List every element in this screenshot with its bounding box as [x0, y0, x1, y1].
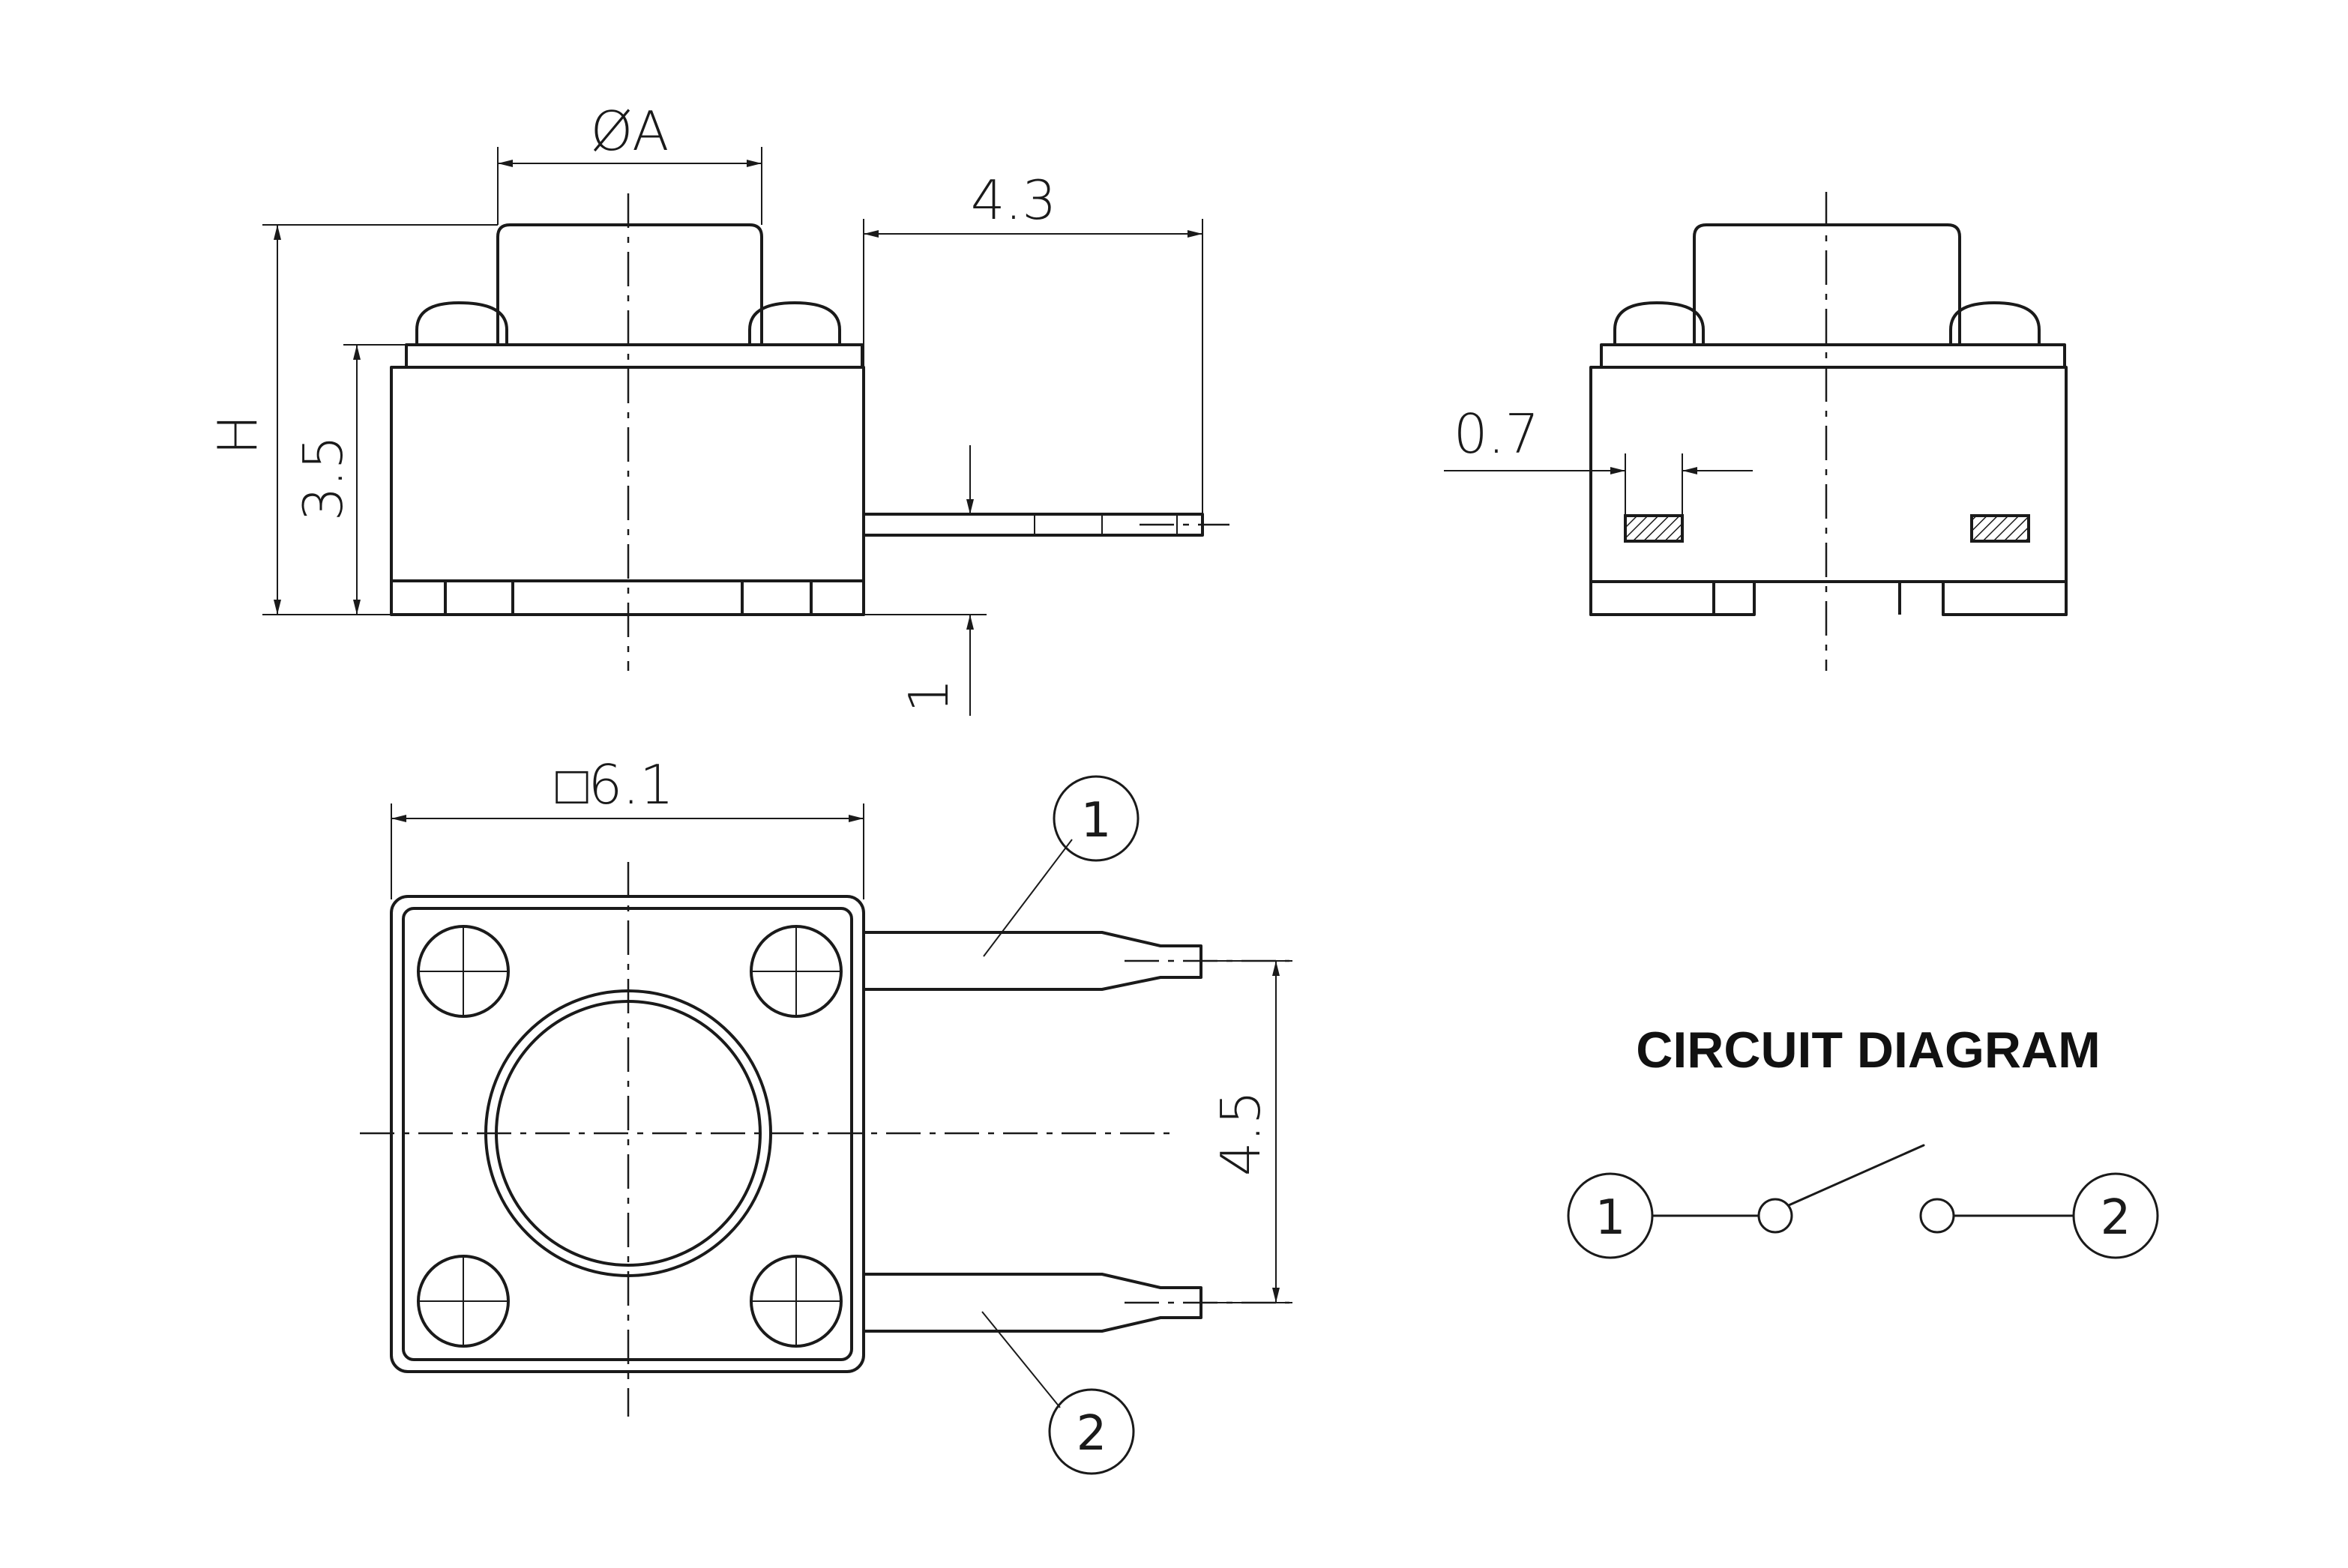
callout-pin-1: [1053, 775, 1140, 862]
foot-left: [390, 579, 447, 616]
corner-hole-top-right: [750, 925, 843, 1018]
dim-lead-offset: 4.3: [971, 169, 1057, 232]
circuit-diagram: CIRCUIT DIAGRAM 1 2: [1567, 1022, 2159, 1259]
dim-pin-pitch: 4.5: [1209, 1091, 1272, 1177]
dim-lead-height: 1: [897, 678, 960, 713]
circuit-switch-arm: [1787, 1144, 1925, 1207]
left-bump: [415, 301, 508, 345]
pad-right: [1970, 514, 2030, 543]
circuit-title: CIRCUIT DIAGRAM: [1636, 1022, 2101, 1079]
circuit-pin-2: [2072, 1172, 2159, 1259]
circuit-contact-right: [1919, 1198, 1955, 1234]
corner-hole-bottom-right: [750, 1255, 843, 1348]
dim-pad-offset: 0.7: [1454, 402, 1540, 465]
front-foot-left: [1589, 580, 1715, 616]
dim-body-square: □6.1: [556, 753, 674, 816]
top-view: □6.1: [360, 753, 1292, 1475]
front-body: [1589, 366, 2068, 616]
plunger-outline: [496, 223, 763, 345]
front-right-bump: [1949, 301, 2041, 345]
side-view: ØA 4.3 H 3.5 1: [206, 100, 1229, 716]
pad-left: [1624, 514, 1684, 543]
front-left-bump: [1613, 301, 1705, 345]
dim-body-height: 3.5: [292, 435, 355, 522]
callout-pin-2: [1048, 1388, 1135, 1475]
dim-overall-height: H: [206, 414, 269, 455]
corner-hole-top-left: [417, 925, 510, 1018]
circuit-pin-1-label: 1: [1595, 1190, 1626, 1246]
right-bump: [748, 301, 841, 345]
circuit-pin-2-label: 2: [2101, 1190, 2131, 1246]
foot-right: [810, 579, 865, 616]
callout-pin-1-label: 1: [1081, 793, 1112, 848]
dim-plunger-diameter: ØA: [591, 100, 669, 163]
front-cap-plate: [1600, 343, 2066, 369]
corner-hole-bottom-left: [417, 1255, 510, 1348]
cap-plate: [405, 343, 864, 369]
callout-pin-2-label: 2: [1077, 1406, 1107, 1462]
circuit-contact-left: [1757, 1198, 1793, 1234]
front-foot-right: [1942, 580, 2068, 616]
front-view: 0.7: [1444, 192, 2068, 671]
